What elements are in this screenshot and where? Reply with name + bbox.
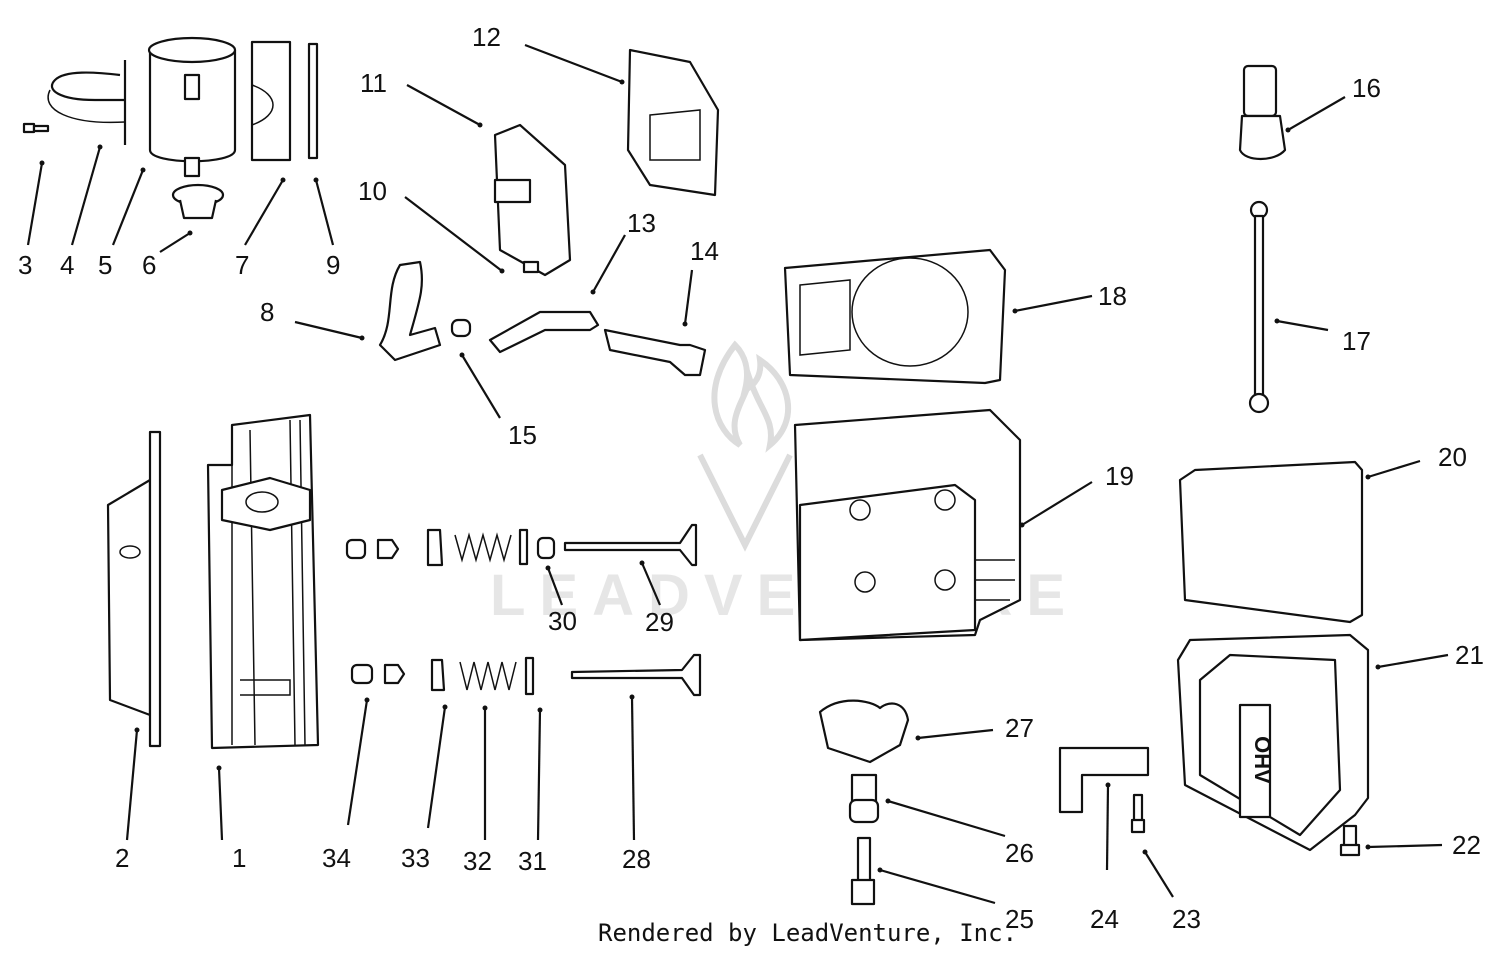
- callout-34: 34: [322, 843, 351, 873]
- part-21-valve-cover: OHV: [1176, 633, 1370, 852]
- callout-16: 16: [1352, 73, 1381, 103]
- callout-23: 23: [1172, 904, 1201, 934]
- callout-25: 25: [1005, 904, 1034, 934]
- callout-12: 12: [472, 22, 501, 52]
- callout-14: 14: [690, 236, 719, 266]
- callout-22: 22: [1452, 830, 1481, 860]
- part-8-hose: [378, 260, 442, 362]
- callout-15: 15: [508, 420, 537, 450]
- callout-29: 29: [645, 607, 674, 637]
- part-11-cover-plate: [493, 123, 572, 277]
- part-12-gasket: [626, 48, 720, 197]
- callout-2: 2: [115, 843, 129, 873]
- callout-9: 9: [326, 250, 340, 280]
- leader-lines: [26, 43, 1449, 905]
- callout-10: 10: [358, 176, 387, 206]
- part-5-breather: [147, 36, 237, 178]
- part-20-gasket: [1178, 460, 1364, 624]
- part-15-clamp: [450, 318, 472, 338]
- part-4-clamp: [47, 60, 127, 145]
- part-14-hose: [603, 328, 707, 377]
- callout-19: 19: [1105, 461, 1134, 491]
- part-18-head-gasket: [783, 248, 1007, 385]
- cover-logo-text: OHV: [1250, 736, 1275, 784]
- callout-32: 32: [463, 846, 492, 876]
- callout-17: 17: [1342, 326, 1371, 356]
- part-22-screw: [1339, 824, 1361, 857]
- part-17-push-rod: [1248, 200, 1270, 414]
- callout-20: 20: [1438, 442, 1467, 472]
- callout-1: 1: [232, 843, 246, 873]
- part-23-screw: [1130, 793, 1146, 834]
- callout-24: 24: [1090, 904, 1119, 934]
- callout-27: 27: [1005, 713, 1034, 743]
- part-9-plate: [307, 42, 319, 160]
- part-24-bracket: [1058, 746, 1150, 814]
- part-upper-valve-train: [345, 523, 698, 567]
- callout-11: 11: [360, 68, 387, 98]
- callout-7: 7: [235, 250, 249, 280]
- part-26-pivot: [848, 773, 880, 824]
- part-6-grommet: [171, 183, 225, 220]
- callout-5: 5: [98, 250, 112, 280]
- callout-labels: 3 4 5 6 7 9 8 10 11 12 13 14 15 16 17 18…: [18, 22, 1484, 934]
- part-10-screw: [522, 260, 540, 274]
- part-2-side-cover: [106, 430, 162, 748]
- callout-30: 30: [548, 606, 577, 636]
- callout-21: 21: [1455, 640, 1484, 670]
- callout-4: 4: [60, 250, 74, 280]
- part-16-rocker: [1238, 64, 1287, 161]
- callout-3: 3: [18, 250, 32, 280]
- callout-28: 28: [622, 844, 651, 874]
- part-1-head-side: [206, 413, 320, 750]
- part-13-hose: [488, 310, 600, 354]
- callout-31: 31: [518, 846, 547, 876]
- callout-33: 33: [401, 843, 430, 873]
- footer-credit: Rendered by LeadVenture, Inc.: [598, 919, 1017, 947]
- callout-13: 13: [627, 208, 656, 238]
- callout-6: 6: [142, 250, 156, 280]
- part-27-cap: [818, 699, 910, 764]
- callout-18: 18: [1098, 281, 1127, 311]
- part-lower-valve-train: [350, 653, 702, 697]
- part-7-gasket: [250, 40, 292, 162]
- callout-8: 8: [260, 297, 274, 327]
- part-19-cylinder-head: [793, 408, 1022, 642]
- callout-26: 26: [1005, 838, 1034, 868]
- part-25-stud: [850, 836, 876, 906]
- part-3-screw: [22, 122, 50, 134]
